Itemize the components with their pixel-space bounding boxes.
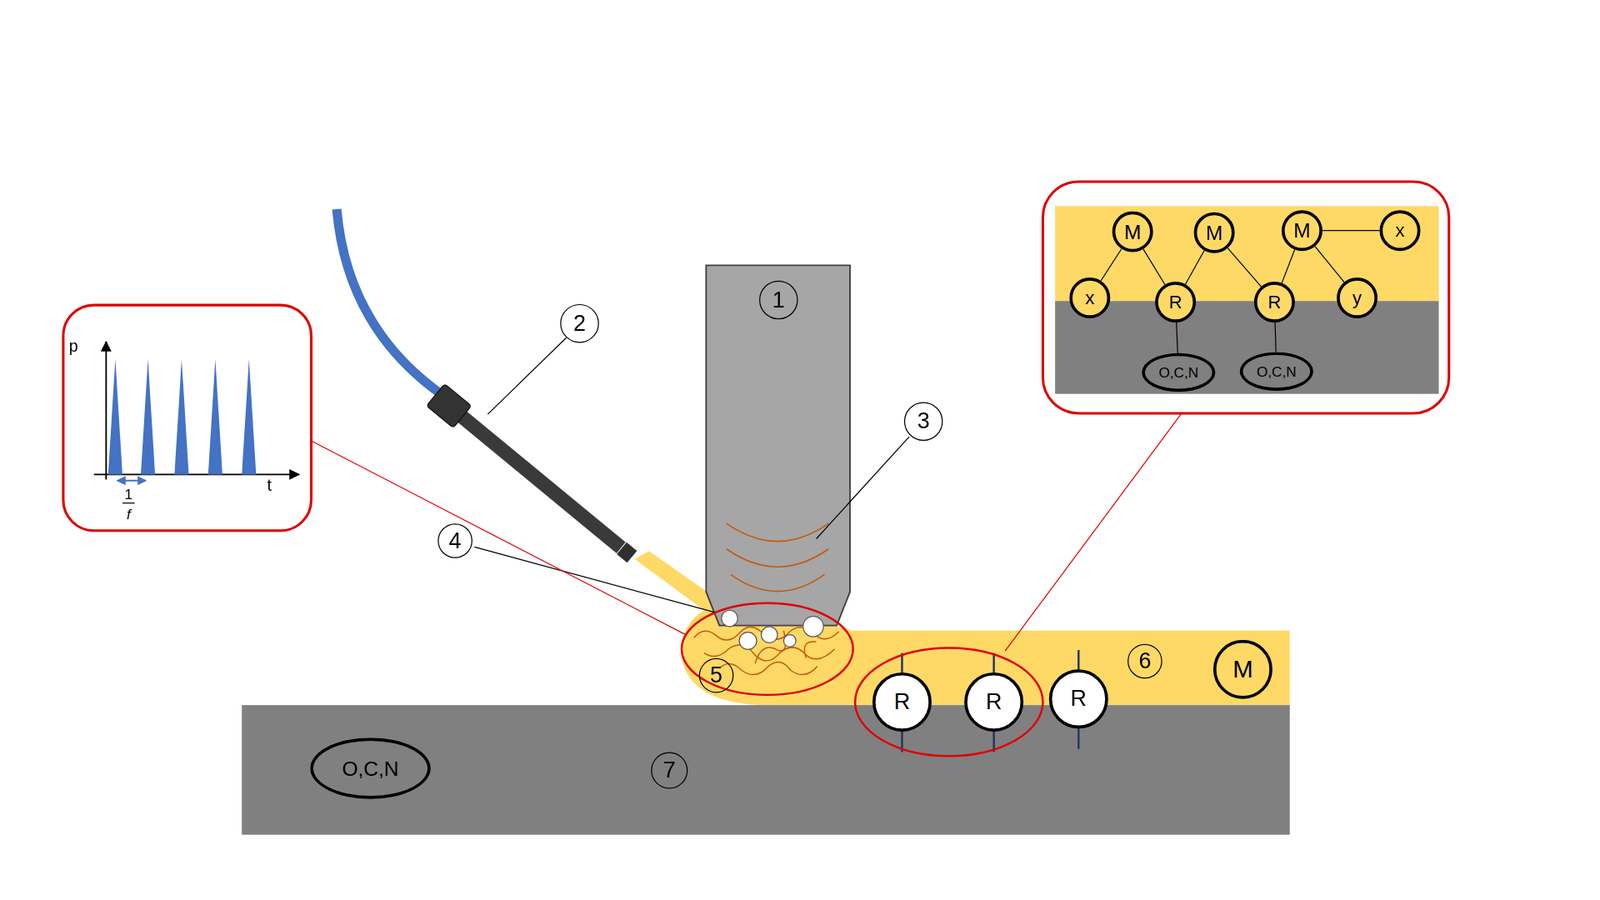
callout-number: 3 [904, 401, 944, 441]
axis [105, 341, 107, 480]
node-text: O,C,N [1158, 365, 1199, 380]
substrate [241, 705, 1290, 835]
node-text: M [1205, 222, 1223, 243]
matrix-atom: M [1112, 210, 1154, 252]
node-text: 3 [917, 410, 930, 433]
inset-leader [310, 413, 1181, 651]
alloy-atom: y [1336, 277, 1378, 319]
pulse-inset [63, 305, 312, 531]
bond-line [1176, 322, 1179, 354]
pulse-peaks [108, 359, 257, 475]
node-text: 6 [1138, 650, 1151, 673]
bond-line [1315, 246, 1345, 283]
bond-line [1227, 248, 1261, 287]
node-text: x [1395, 221, 1405, 240]
impurity-ellipse: O,C,N [310, 737, 430, 799]
node-text: y [1352, 289, 1362, 308]
alloy-atom: x [1069, 277, 1110, 319]
leader-line [474, 337, 910, 612]
bond-line [1322, 230, 1380, 231]
reactive-atom: R [1155, 281, 1196, 323]
matrix-atom: M [1194, 212, 1235, 254]
highlight-ellipse [855, 648, 1043, 757]
node-text: R [894, 690, 910, 714]
alloy-atom: x [1380, 210, 1421, 251]
callout-number: 1 [759, 280, 799, 320]
bond-line [1275, 322, 1276, 353]
inset-substrate [1055, 300, 1439, 394]
node-text: O,C,N [341, 758, 399, 779]
reactive-atom: R [964, 672, 1024, 732]
bond-line [1100, 249, 1122, 281]
frequency-label: f [126, 507, 131, 522]
sonotrode [705, 265, 850, 625]
axis-label: p [69, 339, 79, 356]
node-text: 1 [772, 289, 785, 312]
node-text: R [1169, 292, 1183, 311]
node-text: M [1124, 221, 1141, 242]
wire [336, 209, 441, 395]
matrix-atom: M [1213, 640, 1273, 700]
callout-number: 4 [437, 523, 473, 559]
highlight-ellipse [681, 603, 854, 695]
callout-number: 7 [650, 751, 688, 789]
axis [94, 473, 300, 475]
reactive-atom: R [1254, 281, 1295, 323]
wire-nozzle [426, 384, 642, 569]
node-text: 7 [663, 759, 676, 782]
impurity-ellipse: O,C,N [1141, 353, 1215, 393]
node-text: R [985, 690, 1002, 714]
node-text: R [1070, 687, 1087, 710]
cavitation-bubbles [721, 610, 824, 650]
axis-label: t [267, 477, 272, 495]
bond-line [1143, 249, 1165, 285]
impurity-ellipse: O,C,N [1240, 351, 1314, 391]
period-arrow [117, 480, 146, 482]
ultrasonic-waves [726, 523, 829, 591]
inset-layer [1055, 205, 1439, 301]
bond-line [1281, 250, 1295, 284]
node-text: R [1267, 292, 1281, 311]
reactive-atom: R [1049, 669, 1109, 729]
callout-number: 6 [1127, 644, 1163, 680]
node-text: O,C,N [1256, 364, 1297, 379]
node-text: 4 [449, 530, 462, 553]
node-text: M [1232, 657, 1253, 682]
node-text: 2 [573, 312, 586, 335]
matrix-atom: M [1281, 210, 1323, 251]
bond-line [1185, 250, 1205, 285]
frequency-label: 1 [125, 486, 134, 501]
callout-number: 5 [699, 658, 735, 694]
node-text: 5 [710, 664, 723, 687]
node-text: M [1293, 220, 1310, 240]
bond-inset [1042, 181, 1449, 414]
callout-number: 2 [560, 304, 600, 344]
node-text: x [1085, 289, 1095, 308]
reactive-atom: R [872, 672, 932, 732]
fraction-bar [122, 502, 135, 504]
